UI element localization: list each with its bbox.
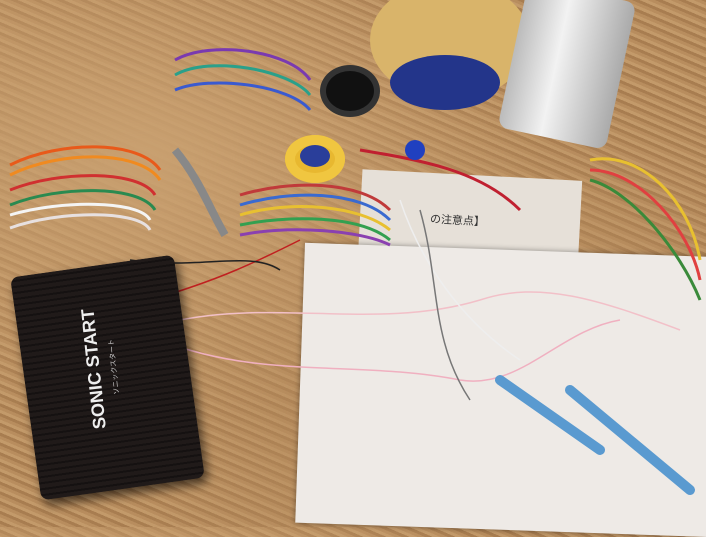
blue-wire-reel <box>390 55 500 110</box>
sonic-start-control-unit <box>10 254 205 501</box>
black-tape-roll <box>320 65 380 117</box>
blue-tape-roll <box>300 145 330 167</box>
